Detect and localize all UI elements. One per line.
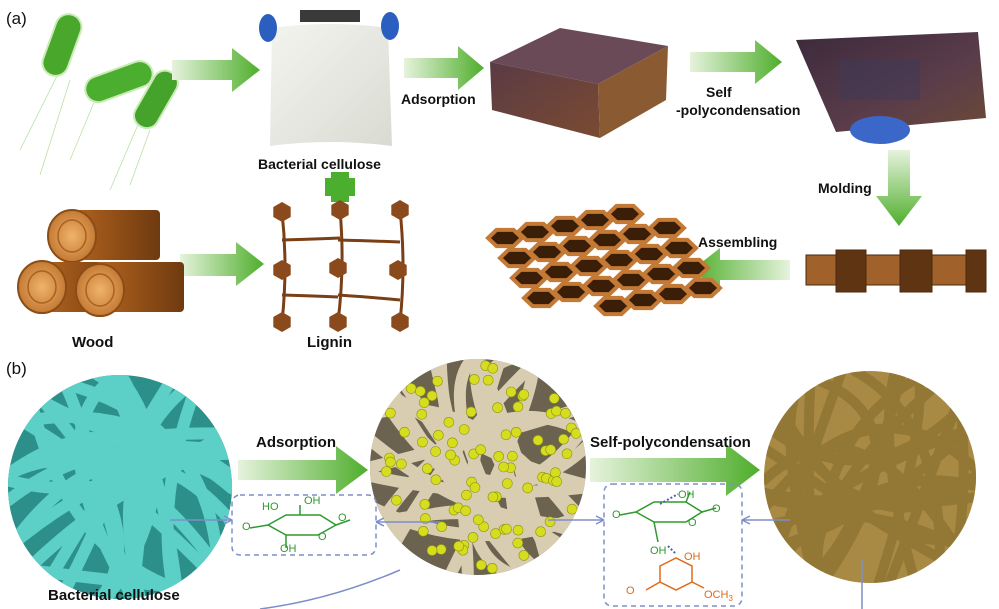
bacteria-illustration <box>19 13 179 191</box>
arrow-right-1 <box>172 48 260 92</box>
lignin-impregnated-block <box>490 28 668 138</box>
arrow-left-assembling <box>692 248 790 292</box>
arrow-right-adsorption <box>404 46 484 90</box>
arrow-right-polycondensation-b <box>590 444 760 496</box>
chem-oh-bottom-1: OH <box>280 543 297 555</box>
honeycomb-structure <box>485 203 723 317</box>
lignin-adsorbed-fiber-circle <box>370 359 586 575</box>
cellulose-lignin-bonding-box: O OH O O OH OH O OCH3 <box>603 483 743 607</box>
label-adsorption-a: Adsorption <box>401 91 476 107</box>
chem-och3: OCH3 <box>704 589 733 603</box>
chem-oh-bottom-2: OH <box>650 545 667 557</box>
bacterial-cellulose-sheet-photo <box>259 10 399 150</box>
chem-o-left-2: O <box>612 509 621 521</box>
label-self-a-line1: Self <box>706 84 732 100</box>
lignin-network <box>273 200 409 332</box>
arrow-down-molding <box>876 150 922 226</box>
label-molding: Molding <box>818 180 872 196</box>
plus-icon <box>325 172 355 202</box>
label-adsorption-b: Adsorption <box>256 434 336 451</box>
chem-oh-lignin: OH <box>684 551 701 563</box>
chem-o-right-1: O <box>338 512 347 524</box>
chem-oh-top-1: OH <box>304 495 321 507</box>
polycondensed-film-photo <box>796 32 986 144</box>
corrugated-molded-strip <box>805 249 987 293</box>
panel-label-b: (b) <box>6 359 27 378</box>
label-bacterial-cellulose-a: Bacterial cellulose <box>258 156 381 172</box>
chem-o-right-2: O <box>712 503 721 515</box>
chem-o-ring-1: O <box>318 531 327 543</box>
chem-o-left-1: O <box>242 521 251 533</box>
chem-o-ring-2: O <box>688 517 697 529</box>
chem-o-lignin: O <box>626 585 635 597</box>
bacterial-cellulose-fiber-circle <box>8 375 232 599</box>
composite-fiber-circle <box>764 371 976 583</box>
chem-ho-1: HO <box>262 501 279 513</box>
label-lignin: Lignin <box>307 334 352 351</box>
cellulose-structure-box: O HO OH O O OH <box>231 494 377 556</box>
wood-logs-illustration <box>17 209 184 317</box>
panel-label-a: (a) <box>6 9 27 28</box>
label-wood: Wood <box>72 334 113 351</box>
arrow-right-polycondensation <box>690 40 782 84</box>
label-self-a-line2: -polycondensation <box>676 102 800 118</box>
arrow-right-wood <box>180 242 264 286</box>
pointer-lines <box>170 515 863 609</box>
chem-oh-top-2: OH <box>678 489 695 501</box>
arrow-right-adsorption-b <box>238 446 368 494</box>
label-bacterial-cellulose-b: Bacterial cellulose <box>48 587 180 604</box>
label-self-polycondensation-b: Self-polycondensation <box>590 434 751 451</box>
label-assembling: Assembling <box>698 234 777 250</box>
